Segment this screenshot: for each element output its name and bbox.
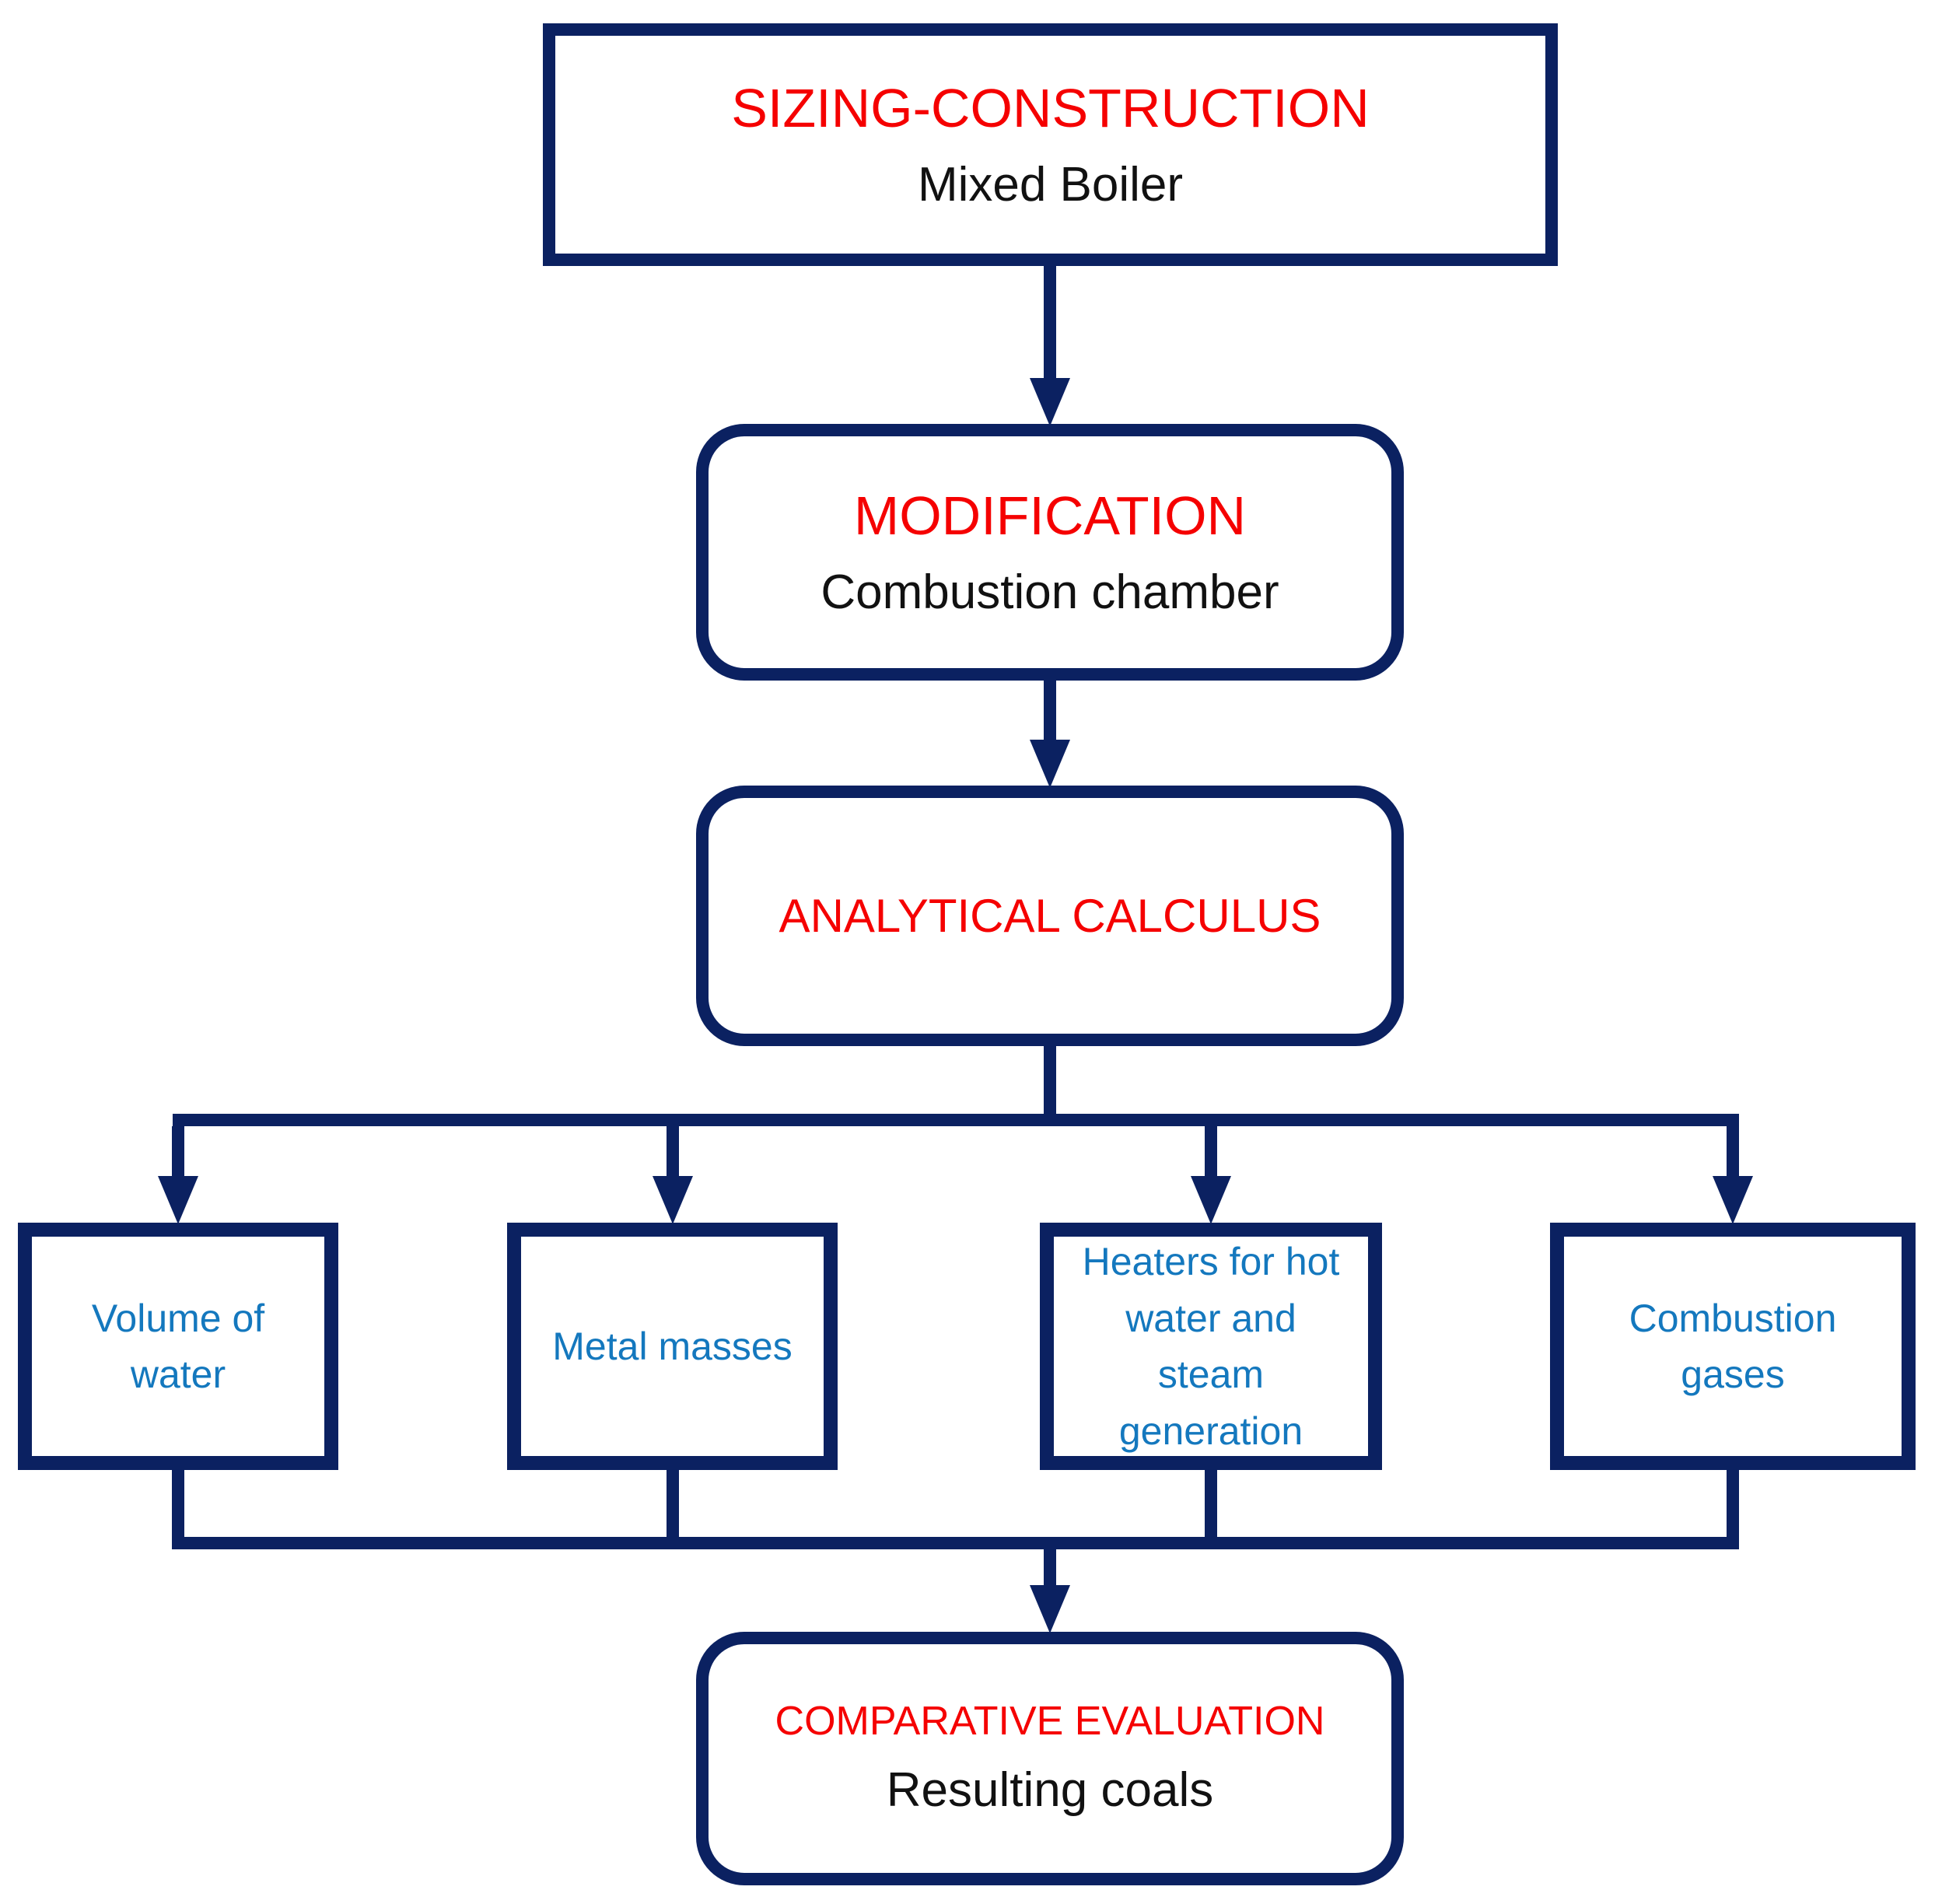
connector-collector-to-comparative-line xyxy=(1044,1548,1056,1588)
node-heaters: Heaters for hot water and steam generati… xyxy=(1040,1223,1382,1470)
drop-arrowhead-heaters xyxy=(1191,1176,1231,1224)
drop-line-metal xyxy=(667,1126,679,1178)
drop-arrowhead-gases xyxy=(1713,1176,1753,1224)
drop-line-heaters xyxy=(1205,1126,1217,1178)
node-metal-label: Metal masses xyxy=(552,1324,793,1368)
connector-modification-to-analytical-arrowhead xyxy=(1030,740,1070,788)
node-volume-label: Volume of water xyxy=(91,1296,265,1397)
connector-collector-to-comparative-arrowhead xyxy=(1030,1585,1070,1633)
node-heaters-label: Heaters for hot water and steam generati… xyxy=(1082,1240,1340,1453)
node-gases-label: Combustion gases xyxy=(1629,1296,1837,1397)
node-comparative-title: COMPARATIVE EVALUATION xyxy=(775,1699,1325,1745)
node-comparative-evaluation: COMPARATIVE EVALUATION Resulting coals xyxy=(696,1632,1404,1885)
node-modification: MODIFICATION Combustion chamber xyxy=(696,424,1404,681)
drop-line-gases xyxy=(1727,1126,1739,1178)
collector-line-heaters xyxy=(1205,1468,1217,1549)
connector-sizing-to-modification-line xyxy=(1044,266,1056,381)
collector-line xyxy=(173,1537,1739,1549)
node-combustion-gases: Combustion gases xyxy=(1550,1223,1916,1470)
node-comparative-subtitle: Resulting coals xyxy=(886,1763,1214,1818)
drop-arrowhead-volume xyxy=(158,1176,198,1224)
node-modification-subtitle: Combustion chamber xyxy=(821,565,1279,619)
connector-sizing-to-modification-arrowhead xyxy=(1030,378,1070,426)
node-sizing-title: SIZING-CONSTRUCTION xyxy=(731,78,1370,139)
collector-line-metal xyxy=(667,1468,679,1549)
node-modification-title: MODIFICATION xyxy=(853,485,1247,547)
drop-arrowhead-metal xyxy=(653,1176,693,1224)
node-volume-of-water: Volume of water xyxy=(18,1223,338,1470)
node-metal-masses: Metal masses xyxy=(507,1223,838,1470)
collector-line-volume xyxy=(172,1468,184,1549)
drop-line-volume xyxy=(172,1126,184,1178)
connector-modification-to-analytical-line xyxy=(1044,679,1056,743)
node-sizing-subtitle: Mixed Boiler xyxy=(917,157,1184,212)
collector-line-gases xyxy=(1727,1468,1739,1549)
node-analytical-title: ANALYTICAL CALCULUS xyxy=(779,890,1321,942)
node-analytical-calculus: ANALYTICAL CALCULUS xyxy=(696,786,1404,1046)
node-sizing-construction: SIZING-CONSTRUCTION Mixed Boiler xyxy=(543,23,1558,266)
distribution-line xyxy=(173,1114,1739,1126)
connector-analytical-stem xyxy=(1044,1045,1056,1122)
